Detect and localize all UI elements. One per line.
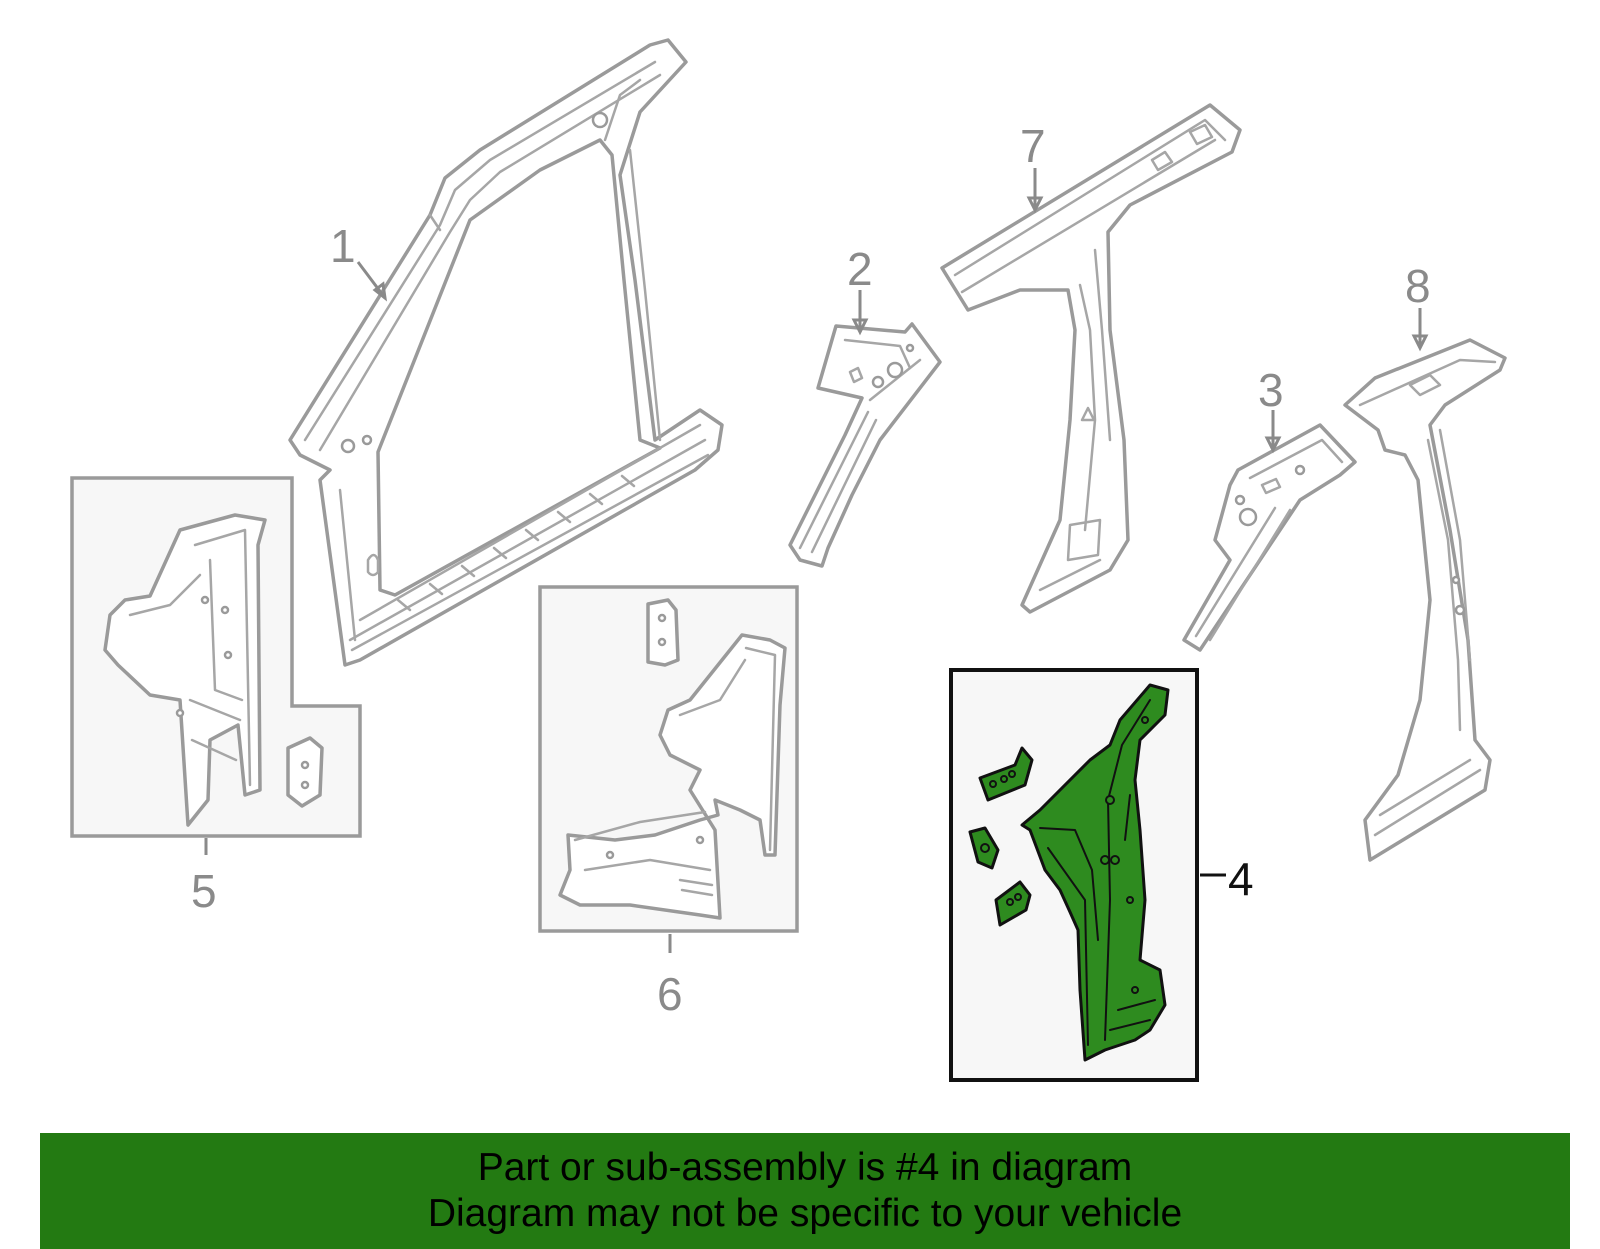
part-8-b-pillar-inner[interactable]: [1343, 338, 1507, 862]
callout-5: 5: [191, 865, 217, 917]
part-1-body-side-frame[interactable]: [288, 38, 724, 667]
part-4-box-highlighted[interactable]: [949, 668, 1199, 1082]
part-2-pillar-reinforcement[interactable]: [788, 322, 942, 568]
leader-lines: [204, 168, 1429, 953]
banner-line-part-number: Part or sub-assembly is #4 in diagram: [477, 1146, 1133, 1189]
callout-2: 2: [847, 243, 873, 295]
banner-line-disclaimer: Diagram may not be specific to your vehi…: [427, 1192, 1183, 1235]
callout-3: 3: [1258, 364, 1284, 416]
callout-6: 6: [657, 968, 683, 1020]
part-6-box[interactable]: [538, 585, 799, 933]
part-5-box[interactable]: [70, 476, 362, 838]
part-7-b-pillar-roof-rail[interactable]: [940, 103, 1242, 614]
callout-4: 4: [1228, 853, 1254, 905]
part-3-pillar-reinforcement[interactable]: [1182, 423, 1357, 652]
callout-1: 1: [330, 220, 356, 272]
callout-8: 8: [1405, 260, 1431, 312]
info-banner: Part or sub-assembly is #4 in diagram Di…: [40, 1133, 1570, 1249]
callout-7: 7: [1020, 120, 1046, 172]
